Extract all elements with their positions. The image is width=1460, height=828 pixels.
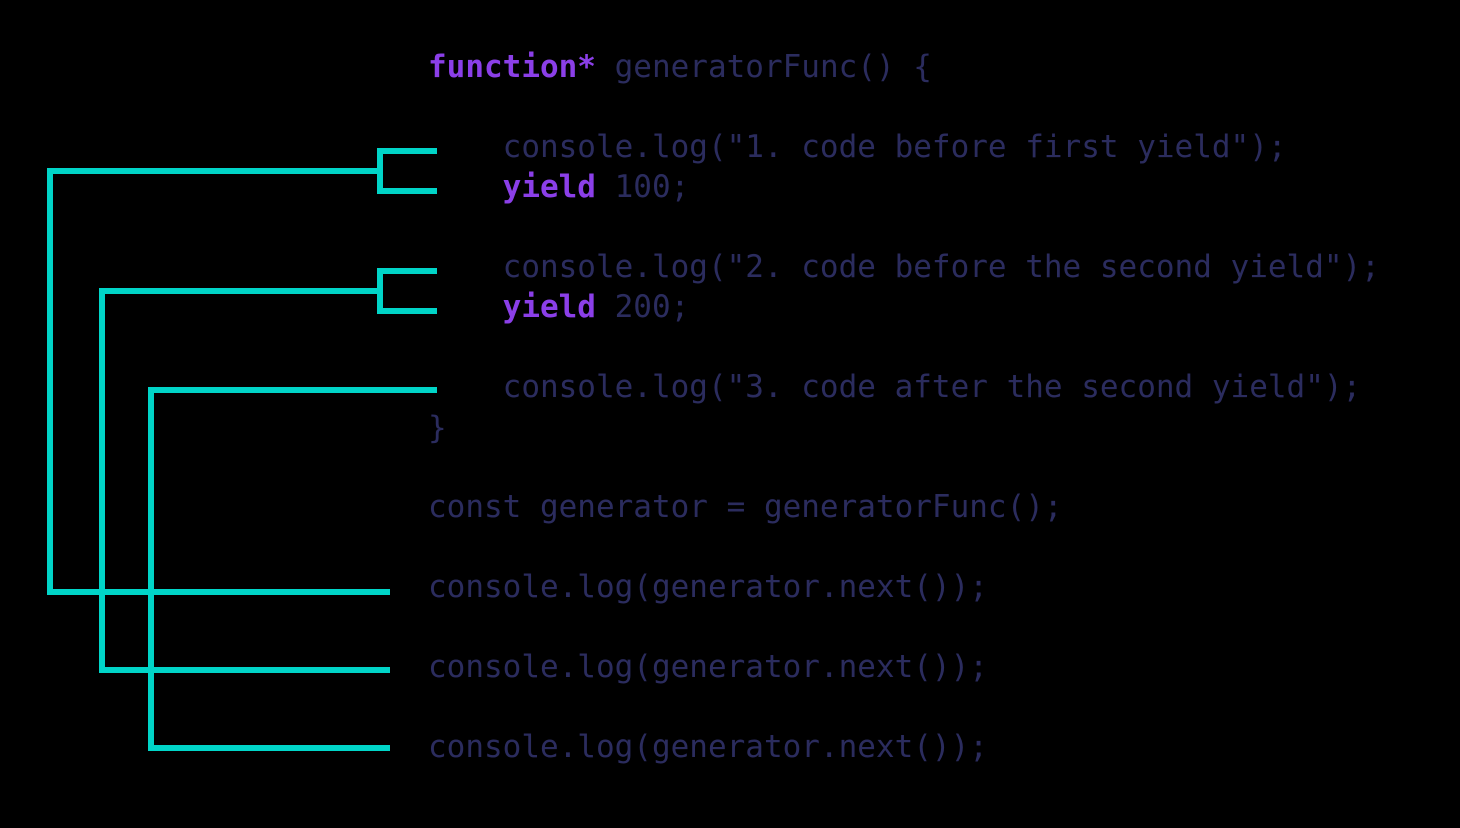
line-log-1-token-0: console.log("1. code before first yield"… — [428, 129, 1287, 165]
line-log-2: console.log("2. code before the second y… — [428, 247, 1380, 287]
line-function-decl: function* generatorFunc() { — [428, 47, 932, 87]
line-yield-200-token-2: 200; — [595, 289, 690, 325]
code-block: function* generatorFunc() { console.log(… — [428, 0, 1460, 828]
line-next-3-token-0: console.log(generator.next()); — [428, 729, 988, 765]
flow-next-1 — [47, 148, 437, 595]
line-function-decl-token-1: generatorFunc() { — [595, 49, 932, 85]
line-log-3-token-0: console.log("3. code after the second yi… — [428, 369, 1362, 405]
line-const-generator: const generator = generatorFunc(); — [428, 487, 1063, 527]
line-yield-100-token-2: 100; — [595, 169, 690, 205]
line-next-1: console.log(generator.next()); — [428, 567, 988, 607]
line-log-3: console.log("3. code after the second yi… — [428, 367, 1362, 407]
line-close-brace: } — [428, 408, 447, 448]
line-yield-200-token-0 — [428, 289, 503, 325]
line-yield-100-token-0 — [428, 169, 503, 205]
line-next-2-token-0: console.log(generator.next()); — [428, 649, 988, 685]
line-yield-200-token-1: yield — [502, 289, 596, 325]
line-close-brace-token-0: } — [428, 410, 447, 446]
flow-next-3 — [148, 387, 437, 751]
flow-next-2 — [99, 268, 437, 673]
line-next-3: console.log(generator.next()); — [428, 727, 988, 767]
line-log-1: console.log("1. code before first yield"… — [428, 127, 1287, 167]
line-function-decl-token-0: function* — [428, 49, 596, 85]
line-log-2-token-0: console.log("2. code before the second y… — [428, 249, 1380, 285]
line-yield-100: yield 100; — [428, 167, 690, 207]
line-const-generator-token-0: const generator = generatorFunc(); — [428, 489, 1063, 525]
line-next-2: console.log(generator.next()); — [428, 647, 988, 687]
line-yield-200: yield 200; — [428, 287, 690, 327]
line-yield-100-token-1: yield — [502, 169, 596, 205]
line-next-1-token-0: console.log(generator.next()); — [428, 569, 988, 605]
